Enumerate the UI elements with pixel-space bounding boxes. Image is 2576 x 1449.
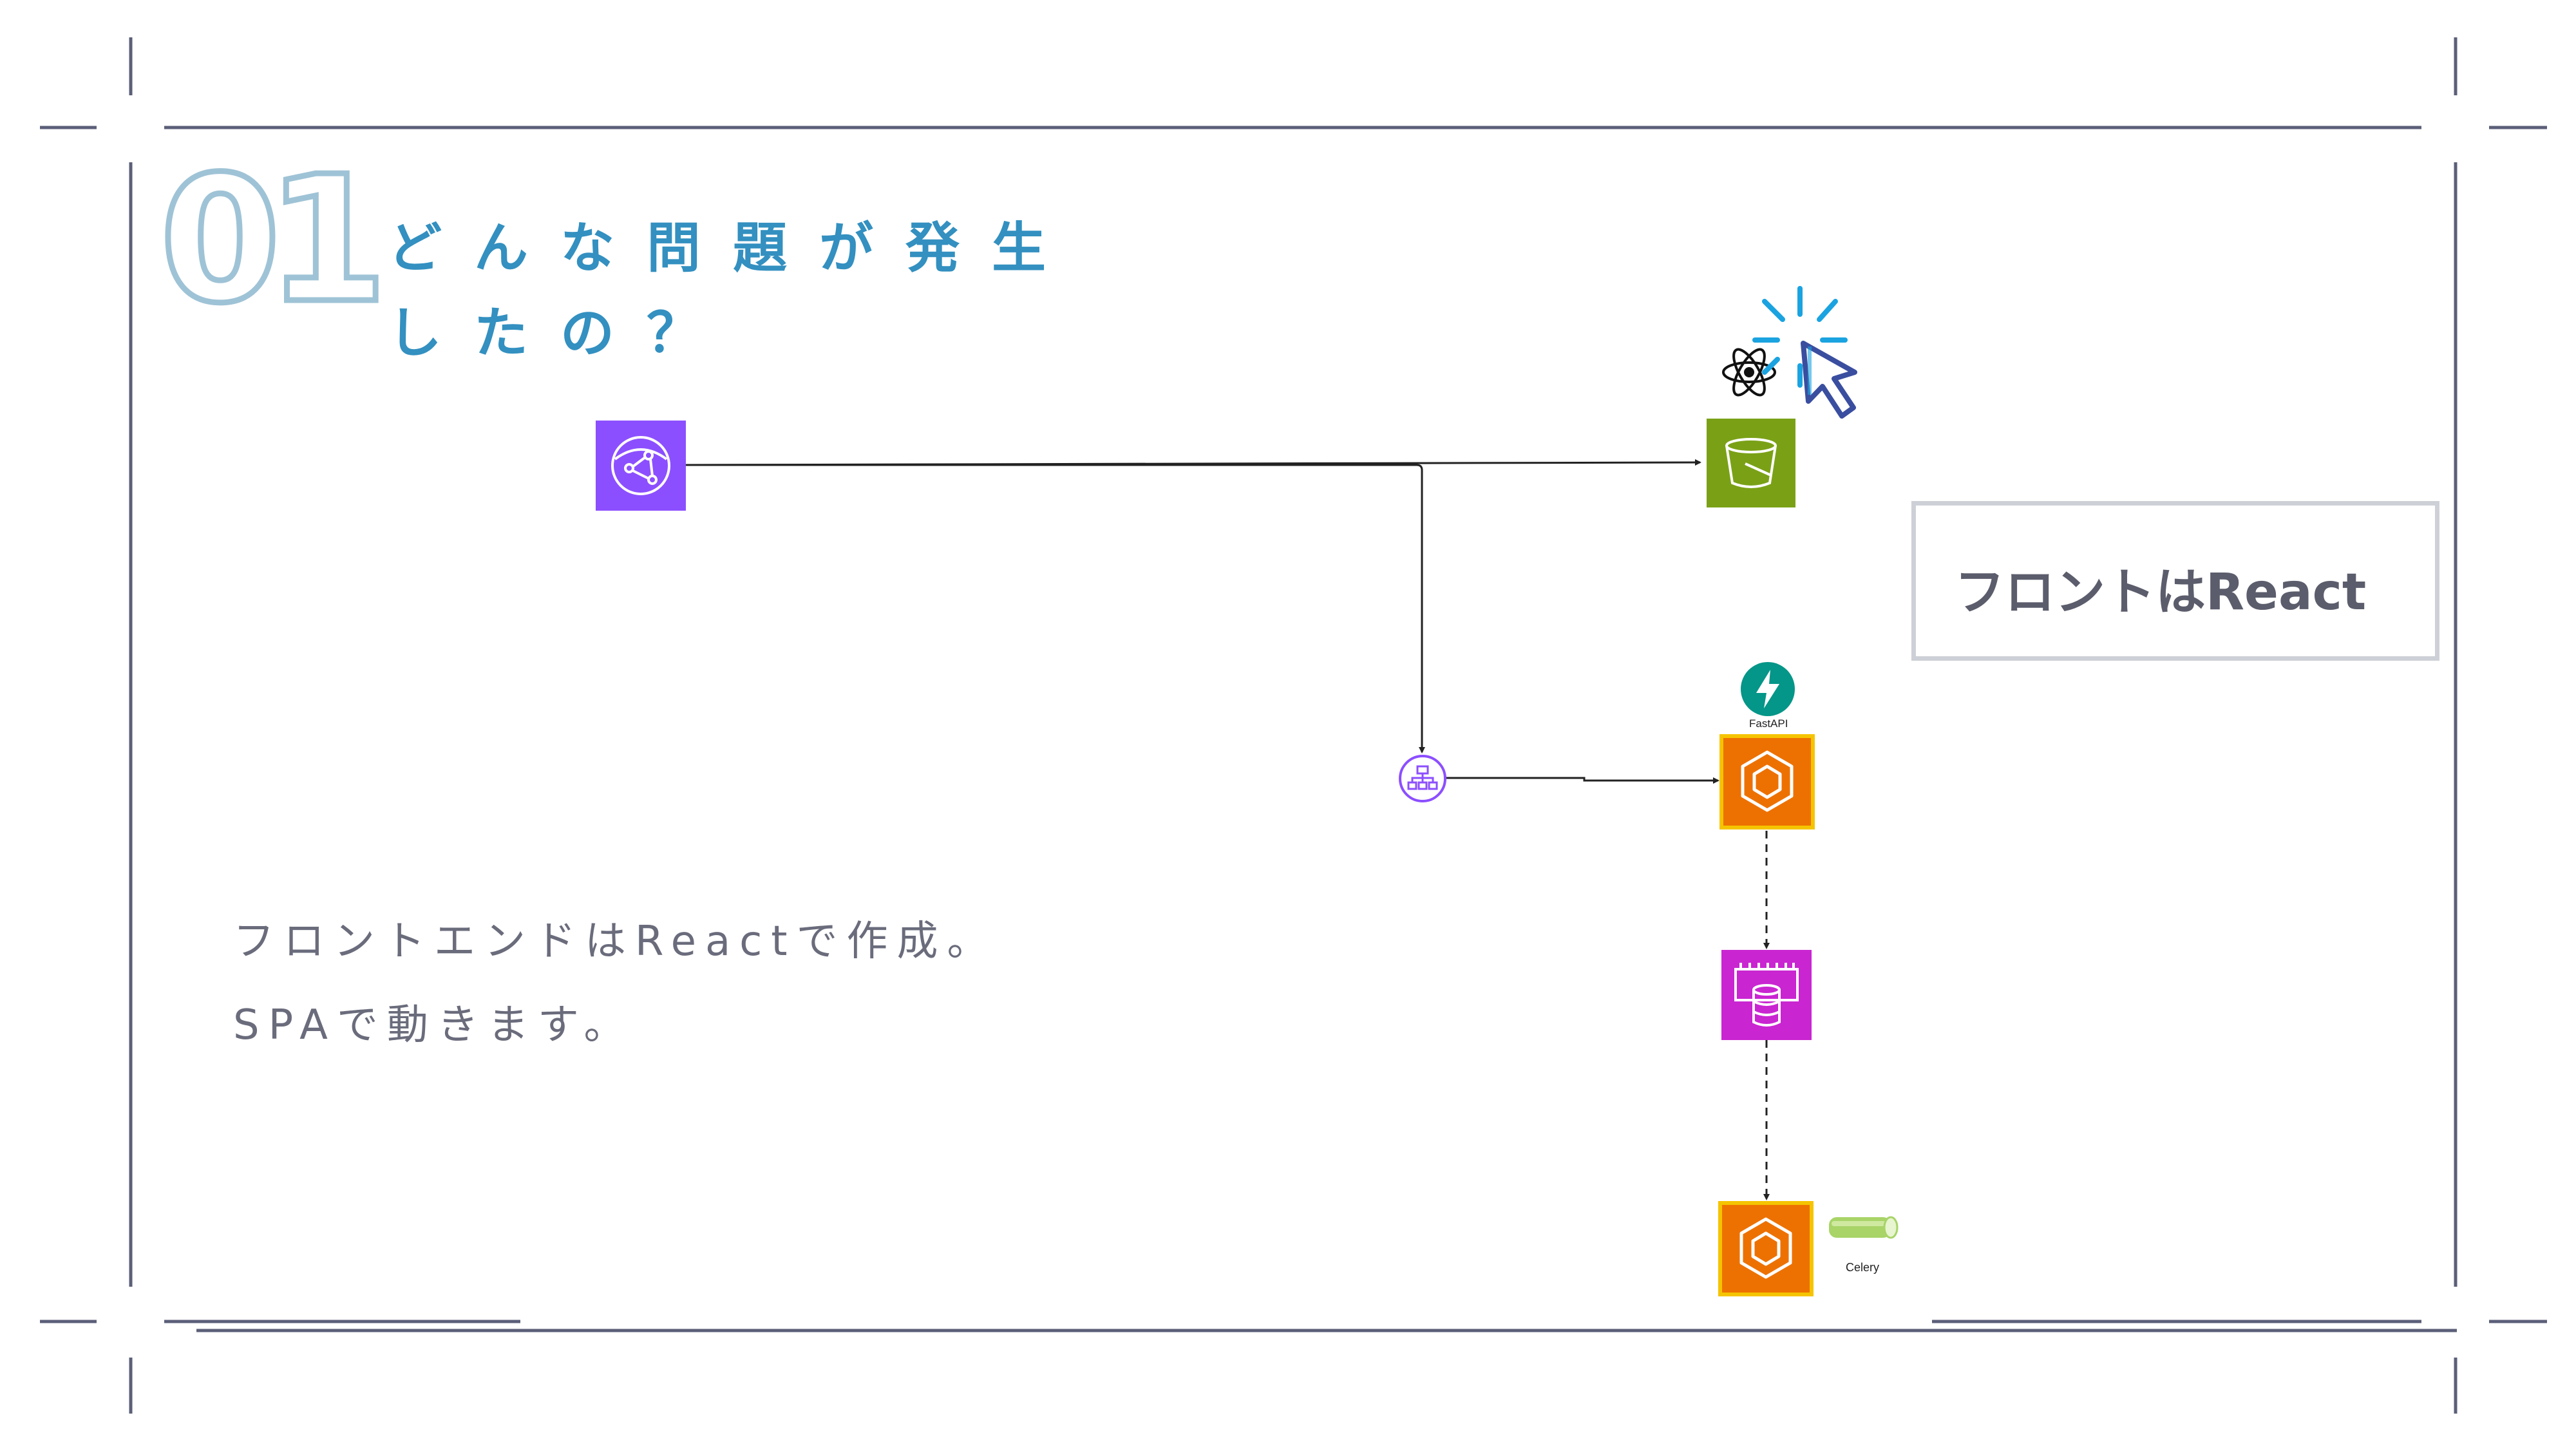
fastapi-label: FastAPI (1749, 717, 1788, 730)
callout-box: フロントはReact (1911, 501, 2439, 661)
section-title-line1: どんな問題が発生 (388, 216, 1079, 279)
fastapi-icon (1741, 662, 1795, 716)
section-title-line2: したの？ (388, 301, 734, 365)
body-text-line1: フロントエンドはReactで作成。 (233, 918, 998, 965)
body-text-line2: SPAで動きます。 (233, 1001, 634, 1049)
callout-text: フロントはReact (1955, 564, 2367, 621)
ecs-worker-icon (1718, 1201, 1814, 1296)
edge-alb-ecs (1446, 777, 1719, 784)
cursor-click-icon (1752, 286, 1857, 419)
s3-bucket-icon (1707, 419, 1795, 507)
cloudfront-icon (596, 421, 686, 511)
celery-label: Celery (1846, 1261, 1880, 1274)
elasticache-icon (1721, 950, 1812, 1040)
section-number: 01 (157, 138, 391, 341)
celery-icon (1829, 1216, 1899, 1239)
react-icon (1722, 348, 1776, 397)
ecs-icon (1719, 734, 1815, 829)
alb-icon (1399, 755, 1446, 802)
edge-cloudfront-alb (686, 464, 1425, 753)
